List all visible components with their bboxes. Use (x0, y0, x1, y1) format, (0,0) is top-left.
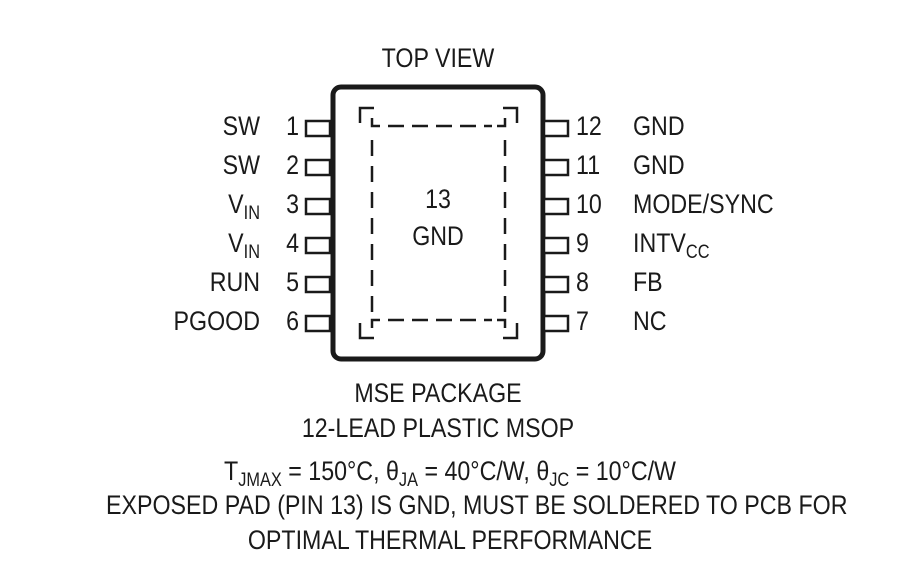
pin-2-name: SW (222, 150, 260, 180)
package-name: MSE PACKAGE (354, 378, 522, 408)
pin-8-number: 8 (576, 267, 589, 297)
pin-11-name: GND (633, 150, 685, 180)
pin-11-lead (542, 158, 570, 177)
thermal-specs: TJMAX = 150°C, θJA = 40°C/W, θJC = 10°C/… (224, 456, 676, 491)
pin-5-number: 5 (286, 267, 299, 297)
pin-5-name: RUN (209, 267, 260, 297)
pin-2-lead (304, 158, 332, 177)
pin-3-name: VIN (228, 189, 260, 224)
pad-name: GND (412, 221, 464, 251)
pin-10-number: 10 (576, 189, 602, 219)
pin-1-name: SW (222, 111, 260, 141)
pin-5-lead (304, 275, 332, 294)
exposed-pad-note: EXPOSED PAD (PIN 13) IS GND, MUST BE SOL… (106, 490, 848, 520)
pin-4-lead (304, 236, 332, 255)
pin-1-lead (304, 119, 332, 138)
pin-8-name: FB (633, 267, 663, 297)
package-body (330, 84, 546, 362)
pin-9-number: 9 (576, 228, 589, 258)
pin-9-lead (542, 236, 570, 255)
pad-number: 13 (425, 184, 451, 214)
pin-1-number: 1 (286, 111, 299, 141)
pin-10-lead (542, 197, 570, 216)
pin-6-lead (304, 314, 332, 333)
exposed-pad-note-continued: OPTIMAL THERMAL PERFORMANCE (247, 525, 653, 555)
package-description: 12-LEAD PLASTIC MSOP (301, 413, 575, 443)
pin-10-name: MODE/SYNC (633, 189, 774, 219)
pin-6-number: 6 (286, 306, 299, 336)
pin-4-number: 4 (286, 228, 299, 258)
pin-7-number: 7 (576, 306, 589, 336)
pin-3-number: 3 (286, 189, 299, 219)
top-view-title: TOP VIEW (381, 43, 495, 73)
pin-4-name: VIN (228, 228, 260, 263)
pin-11-number: 11 (576, 150, 601, 180)
pin-6-name: PGOOD (173, 306, 260, 336)
pin-9-name: INTVCC (633, 228, 710, 263)
pin-7-name: NC (633, 306, 667, 336)
pin-8-lead (542, 275, 570, 294)
pin-12-lead (542, 119, 570, 138)
pin-12-number: 12 (576, 111, 602, 141)
pin-12-name: GND (633, 111, 685, 141)
pin-3-lead (304, 197, 332, 216)
pin-2-number: 2 (286, 150, 299, 180)
exposed-pad-outline (358, 106, 519, 340)
pin-7-lead (542, 314, 570, 333)
